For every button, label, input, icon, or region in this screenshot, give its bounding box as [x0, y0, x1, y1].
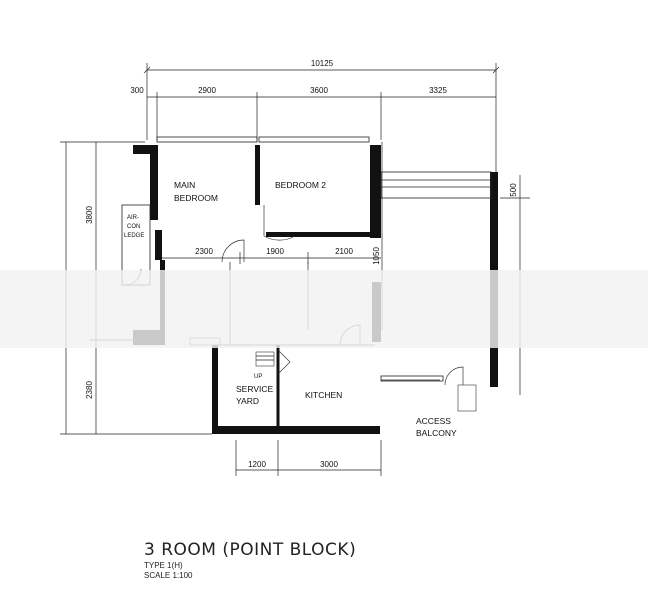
dim-top-4: 3325	[429, 86, 447, 95]
dim-overall-width: 10125	[311, 59, 334, 68]
service-yard-fixtures	[189, 337, 477, 412]
bottom-dimension-lines	[235, 440, 382, 476]
label-up: UP	[254, 374, 262, 380]
label-aircon-1: AIR-	[127, 215, 139, 221]
dim-left-2: 2380	[85, 381, 94, 399]
title-block: 3 ROOM (POINT BLOCK) TYPE 1(H) SCALE 1:1…	[144, 539, 356, 581]
plan-title: 3 ROOM (POINT BLOCK)	[144, 540, 357, 560]
label-access-balcony-1: ACCESS	[416, 416, 451, 426]
label-aircon-3: LEDGE	[124, 233, 144, 239]
dim-top-2: 2900	[198, 86, 216, 95]
dim-top-3: 3600	[310, 86, 328, 95]
label-access-balcony-2: BALCONY	[416, 428, 457, 438]
dim-middle-1: 2300	[195, 247, 213, 256]
watermark-band	[0, 270, 648, 348]
label-bedroom-2: BEDROOM 2	[275, 180, 326, 190]
dim-middle-3: 2100	[335, 247, 353, 256]
dim-bottom-1: 1200	[248, 460, 266, 469]
label-service-yard-1: SERVICE	[236, 384, 273, 394]
dim-right-balcony: 500	[509, 183, 518, 197]
label-aircon-2: CON	[127, 224, 140, 230]
dim-inner-corridor: 1050	[372, 247, 381, 265]
dim-left-1: 3800	[85, 206, 94, 224]
label-main-bedroom-2: BEDROOM	[174, 193, 218, 203]
label-service-yard-2: YARD	[236, 396, 259, 406]
top-dimension-lines	[143, 63, 500, 175]
label-main-bedroom-1: MAIN	[174, 180, 195, 190]
dim-bottom-2: 3000	[320, 460, 338, 469]
label-kitchen: KITCHEN	[305, 390, 342, 400]
plan-scale: SCALE 1:100	[144, 571, 193, 580]
dim-middle-2: 1900	[266, 247, 284, 256]
dim-top-1: 300	[130, 86, 144, 95]
plan-type: TYPE 1(H)	[144, 561, 183, 570]
